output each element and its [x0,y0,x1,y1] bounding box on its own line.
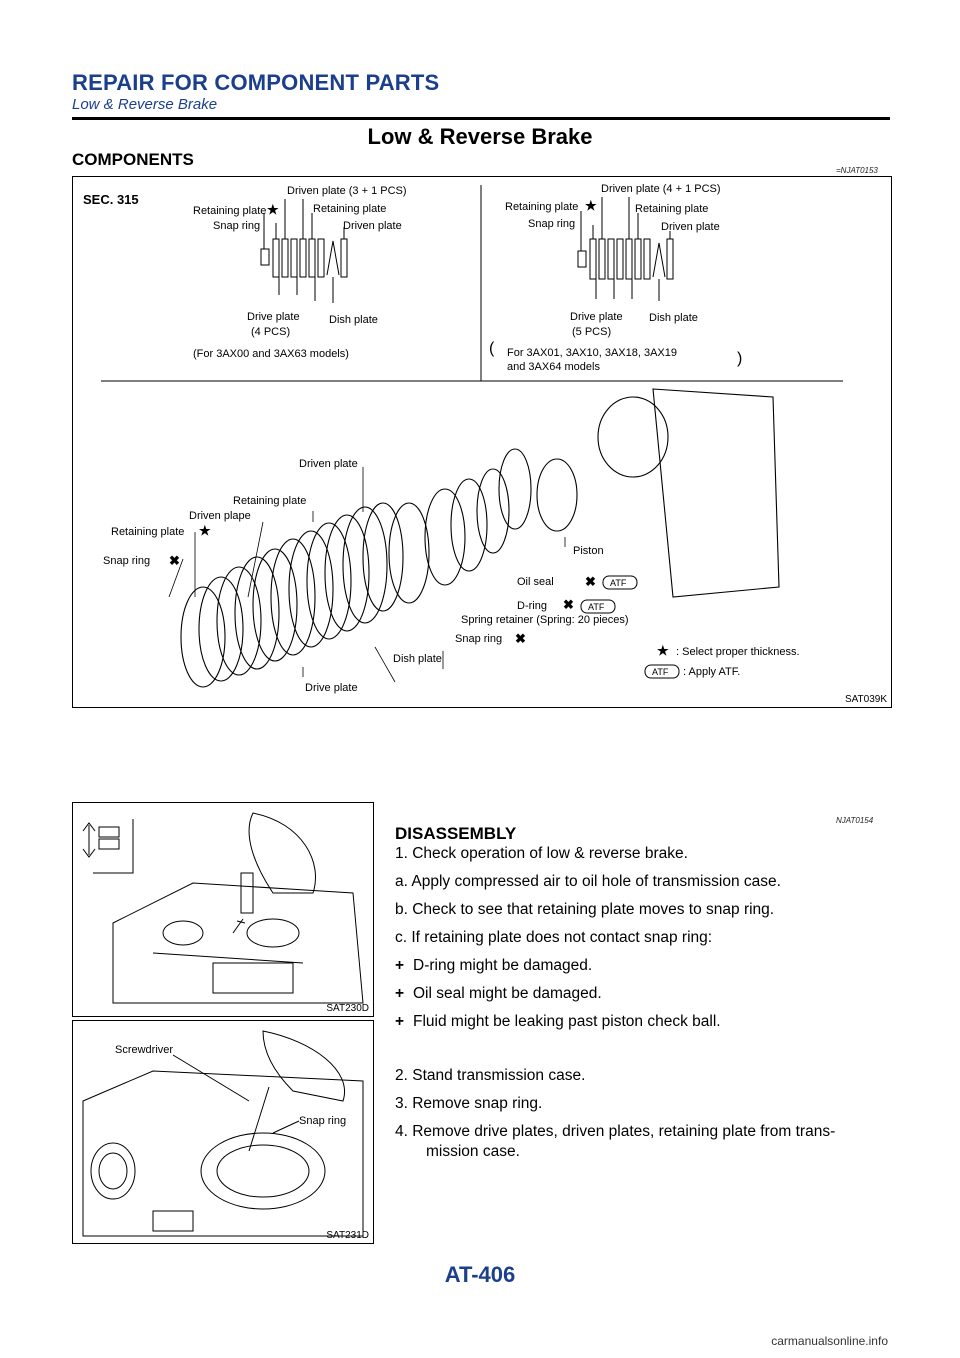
exp-drive-plate: Drive plate [305,682,358,694]
exp-snap-ring2: Snap ring [455,633,502,645]
exp-snap-ring-icon: ✖ [169,553,180,568]
bullet-text: Oil seal might be damaged. [413,985,602,1002]
exp-retaining-plate: Retaining plate [233,495,306,507]
left-retaining-star: Retaining plate [193,205,266,217]
left-star-icon: ★ [267,202,279,217]
components-ref: =NJAT0153 [836,166,878,175]
exp-piston: Piston [573,545,604,557]
exp-star-icon: ★ [199,523,211,538]
exp-d-ring: D-ring [517,600,547,612]
exp-d-ring-icon: ✖ [563,597,574,612]
page-header-title: REPAIR FOR COMPONENT PARTS [72,70,440,95]
exp-spring-retainer: Spring retainer (Spring: 20 pieces) [461,614,629,626]
right-paren-close: ) [737,350,742,367]
step-1: 1. Check operation of low & reverse brak… [395,845,688,862]
right-paren-open: ( [489,340,495,357]
exp-snap-ring: Snap ring [103,555,150,567]
bullet-mark: + [395,1013,405,1030]
exploded-plates [180,388,780,688]
page-header-subtitle: Low & Reverse Brake [72,96,218,113]
right-star-icon: ★ [585,198,597,213]
disassembly-figure-2: Screwdriver Snap ring SAT231D [72,1020,374,1244]
exp-snap-ring2-icon: ✖ [515,631,526,646]
fig2-code: SAT231D [326,1230,369,1241]
left-drive: Drive plate [247,311,300,323]
header-rule [72,117,890,120]
bullet-oil-seal: + Oil seal might be damaged. [395,984,602,1004]
right-models-1: For 3AX01, 3AX10, 3AX18, 3AX19 [507,347,677,359]
components-figure: SEC. 315 Driven plate (3 + 1 PCS) Retain… [72,176,892,708]
exp-oil-seal-icon: ✖ [585,574,596,589]
components-diagram: SEC. 315 Driven plate (3 + 1 PCS) Retain… [83,183,843,694]
right-driven-top: Driven plate (4 + 1 PCS) [601,183,721,195]
exp-driven-plate: Driven plate [299,458,358,470]
left-drive-count: (4 PCS) [251,326,290,338]
disassembly-figure-1: SAT230D [72,802,374,1017]
left-inset [260,199,348,303]
exploded-leaders [168,467,566,683]
step-4: 4. Remove drive plates, driven plates, r… [395,1123,836,1140]
right-models-2: and 3AX64 models [507,361,600,373]
left-models: (For 3AX00 and 3AX63 models) [193,348,349,360]
exp-d-ring-atf: ATF [588,602,605,612]
step-4-cont: mission case. [426,1143,520,1160]
left-dish: Dish plate [329,314,378,326]
right-driven: Driven plate [661,221,720,233]
right-inset [577,197,674,301]
right-retaining: Retaining plate [635,203,708,215]
left-driven: Driven plate [343,220,402,232]
components-figure-code: SAT039K [844,694,887,705]
fig2-snap-ring-label: Snap ring [299,1115,346,1127]
fig1-code: SAT230D [326,1003,369,1014]
step-a: a. Apply compressed air to oil hole of t… [395,873,781,890]
fig2-illustration: Screwdriver Snap ring [82,1030,364,1237]
bullet-mark: + [395,957,405,974]
left-driven-top: Driven plate (3 + 1 PCS) [287,185,407,197]
right-dish: Dish plate [649,312,698,324]
sec-label: SEC. 315 [83,192,139,207]
legend-star-icon: ★ [657,643,669,658]
fig1-illustration [82,812,364,1004]
right-drive-count: (5 PCS) [572,326,611,338]
section-title: Low & Reverse Brake [367,124,593,149]
step-2: 2. Stand transmission case. [395,1067,586,1084]
legend-star-text: : Select proper thickness. [676,646,800,658]
left-retaining: Retaining plate [313,203,386,215]
left-snap-ring: Snap ring [213,220,260,232]
right-retaining-star: Retaining plate [505,201,578,213]
bullet-mark: + [395,985,405,1002]
page-number: AT-406 [444,1262,516,1287]
bullet-fluid: + Fluid might be leaking past piston chec… [395,1012,721,1032]
exp-dish-plate: Dish plate [393,653,442,665]
bullet-d-ring: + D-ring might be damaged. [395,956,592,976]
legend-atf-icon: ATF [652,667,669,677]
disassembly-ref: NJAT0154 [836,816,874,825]
legend-atf-text: : Apply ATF. [683,666,740,678]
bullet-text: D-ring might be damaged. [413,957,593,974]
exp-oil-seal-atf: ATF [610,578,627,588]
right-drive: Drive plate [570,311,623,323]
bullet-text: Fluid might be leaking past piston check… [413,1013,721,1030]
right-snap-ring: Snap ring [528,218,575,230]
exp-oil-seal: Oil seal [517,576,554,588]
exp-driven-plape: Driven plape [189,510,251,522]
components-heading: COMPONENTS [72,150,194,169]
step-b: b. Check to see that retaining plate mov… [395,901,775,918]
step-c: c. If retaining plate does not contact s… [395,929,713,946]
fig2-screwdriver-label: Screwdriver [115,1044,173,1056]
step-3: 3. Remove snap ring. [395,1095,543,1112]
exp-retaining-star: Retaining plate [111,526,184,538]
watermark: carmanualsonline.info [771,1334,888,1348]
disassembly-heading: DISASSEMBLY [395,824,517,843]
